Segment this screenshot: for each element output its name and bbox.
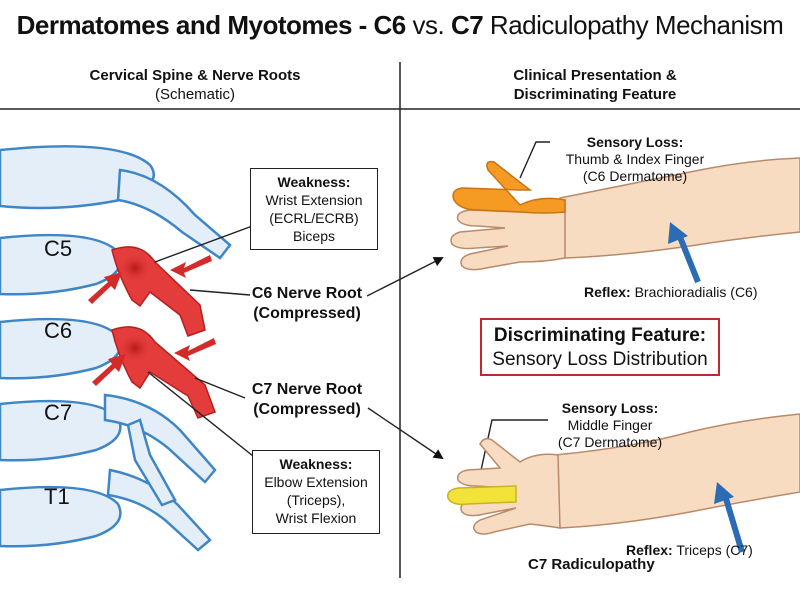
c7-nerve-root-graphic <box>111 326 216 419</box>
vertebra-c7-body <box>0 399 122 462</box>
leader-weakness-c6 <box>154 224 256 263</box>
weakness-c7-line2: (Triceps), <box>286 492 346 508</box>
c8-nerve-sheath <box>103 393 217 484</box>
sensory-c6-title: Sensory Loss: <box>586 134 684 150</box>
c7-root-line2: (Compressed) <box>253 401 361 418</box>
sensory-c6-line1: Thumb & Index Finger <box>565 151 705 167</box>
title-end: Radiculopathy Mechanism <box>483 10 784 40</box>
title-bold: Dermatomes and Myotomes - C6 <box>16 10 407 40</box>
c6-nerve-root-graphic <box>111 246 206 337</box>
weakness-c7-line3: Wrist Flexion <box>275 510 357 526</box>
title-vs: vs. <box>405 10 451 40</box>
c7-radiculopathy-caption: C7 Radiculopathy <box>528 556 655 573</box>
reflex-arrowhead-c7 <box>714 482 734 504</box>
sensory-label-c7: Sensory Loss: Middle Finger (C7 Dermatom… <box>545 400 675 451</box>
leader-sensory-c7 <box>477 419 548 485</box>
weakness-box-c6: Weakness: Wrist Extension (ECRL/ECRB) Bi… <box>250 168 378 250</box>
compression-arrow-c6-left <box>88 272 122 304</box>
c7-root-line1: C7 Nerve Root <box>251 381 363 398</box>
sensory-c7-title: Sensory Loss: <box>561 400 659 416</box>
right-column-header: Clinical Presentation & Discriminating F… <box>470 66 720 104</box>
leader-c7-root <box>194 377 246 399</box>
sensory-c7-line1: Middle Finger <box>567 417 653 433</box>
cervical-spine <box>0 145 232 552</box>
left-column-header: Cervical Spine & Nerve Roots (Schematic) <box>60 66 330 104</box>
reflex-arrowhead-c6 <box>668 222 688 244</box>
thumb-index-c6-dermatome <box>452 160 566 214</box>
fingers-c6 <box>450 199 566 271</box>
weakness-box-c7: Weakness: Elbow Extension (Triceps), Wri… <box>252 450 380 534</box>
vertebra-label-t1: T1 <box>44 484 70 509</box>
compression-arrow-c7-right <box>174 338 216 361</box>
weakness-c6-line2: (ECRL/ECRB) <box>269 210 359 226</box>
compression-arrow-c7-left <box>92 354 126 386</box>
reflex-c6-title: Reflex: <box>584 284 631 300</box>
hand-c6 <box>450 157 800 271</box>
vertebra-label-c5: C5 <box>44 236 73 261</box>
weakness-c6-title: Weakness: <box>277 174 351 190</box>
middle-finger-c7-dermatome <box>446 485 517 506</box>
page-title: Dermatomes and Myotomes - C6 vs. C7 Radi… <box>0 10 800 41</box>
compression-arrow-c6-right <box>170 255 212 278</box>
discriminating-feature-box: Discriminating Feature: Sensory Loss Dis… <box>480 318 720 376</box>
reflex-arrow-c7 <box>721 491 745 553</box>
c7-nerve-root-label: C7 Nerve Root (Compressed) <box>244 380 370 420</box>
weakness-c7-title: Weakness: <box>279 456 353 472</box>
sensory-label-c6: Sensory Loss: Thumb & Index Finger (C6 D… <box>560 134 710 185</box>
arrow-to-c6-hand <box>366 257 444 297</box>
leader-c6-root <box>189 289 251 296</box>
compression-arrows <box>88 255 216 386</box>
sensory-c6-line2: (C6 Dermatome) <box>582 168 688 184</box>
reflex-arrow-c6 <box>675 230 701 284</box>
c6-root-line2: (Compressed) <box>253 305 361 322</box>
forearm-c6 <box>559 157 800 259</box>
vertebra-t1-body <box>0 485 122 548</box>
c6-root-line1: C6 Nerve Root <box>251 285 363 302</box>
vertebra-label-c7: C7 <box>44 400 73 425</box>
c7-sheath-branch <box>126 418 177 507</box>
reflex-label-c7: Reflex: Triceps (C7) <box>626 542 753 558</box>
t1-nerve-sheath <box>106 468 212 552</box>
leader-weakness-c7 <box>147 371 259 461</box>
reflex-c7-value: Triceps (C7) <box>672 542 753 558</box>
sensory-c7-line2: (C7 Dermatome) <box>557 434 663 450</box>
title-c7: C7 <box>450 10 484 40</box>
left-header-line1: Cervical Spine & Nerve Roots <box>89 67 301 84</box>
c6-nerve-root-label: C6 Nerve Root (Compressed) <box>244 284 370 324</box>
reflex-c7-title: Reflex: <box>626 542 673 558</box>
right-header-line2: Discriminating Feature <box>513 86 677 103</box>
discriminating-title: Discriminating Feature: <box>493 325 707 346</box>
reflex-label-c6: Reflex: Brachioradialis (C6) <box>584 284 758 300</box>
weakness-c6-line1: Wrist Extension <box>265 192 363 208</box>
weakness-c6-line3: Biceps <box>292 228 336 244</box>
hand-c7 <box>446 413 800 535</box>
reflex-c6-value: Brachioradialis (C6) <box>630 284 758 300</box>
right-header-line1: Clinical Presentation & <box>513 67 677 84</box>
vertebra-label-c6: C6 <box>44 318 73 343</box>
leader-lines <box>147 141 550 485</box>
c4-nerve-sheath <box>116 168 232 260</box>
arrow-to-c7-hand <box>367 407 444 460</box>
left-header-line2: (Schematic) <box>154 86 236 103</box>
forearm-c7 <box>554 413 800 529</box>
leader-sensory-c6 <box>519 141 550 179</box>
weakness-c7-line1: Elbow Extension <box>264 474 368 490</box>
discriminating-subtitle: Sensory Loss Distribution <box>492 349 708 370</box>
